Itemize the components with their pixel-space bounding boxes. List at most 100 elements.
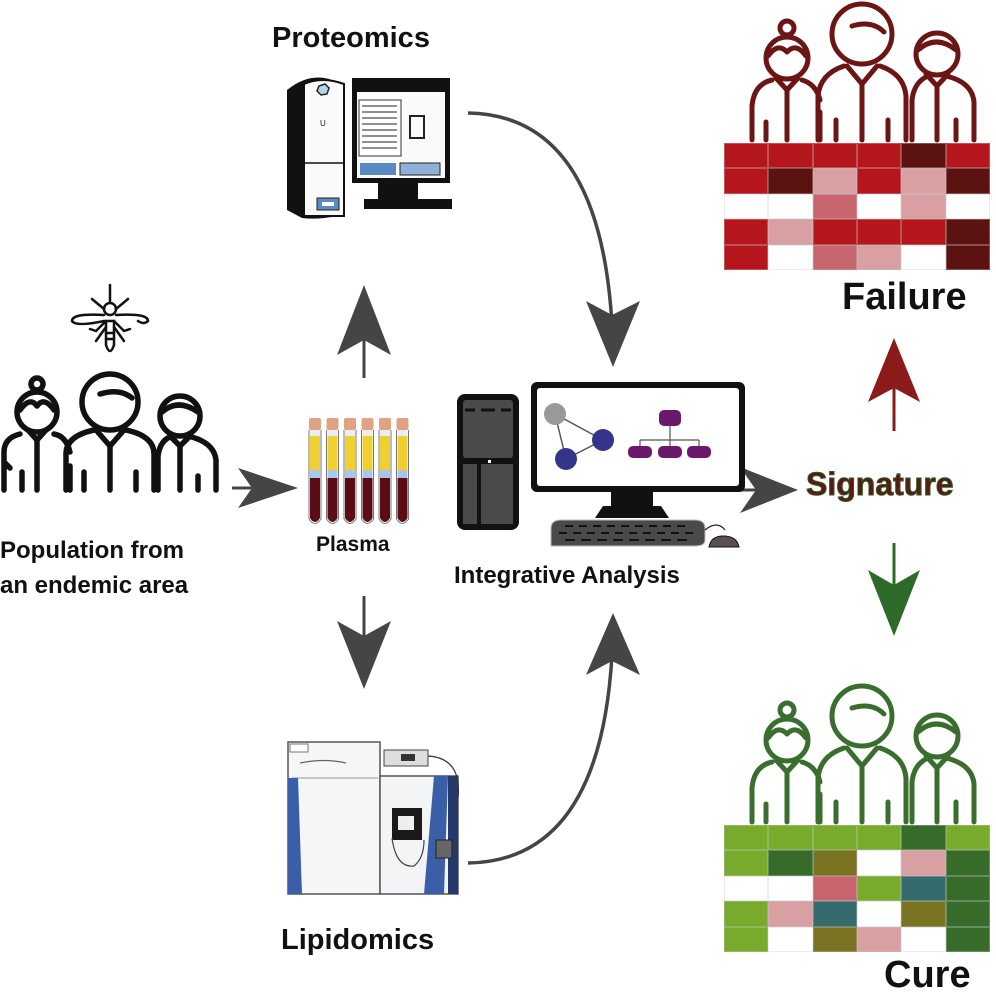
arrow-plasma-to-lipidomics	[337, 596, 391, 689]
signature-label: Signature	[806, 466, 955, 503]
arrow-proteomics-to-integrative	[467, 111, 640, 367]
failure-people-icon	[749, 1, 977, 143]
cure-heatmap-cell-r3-c2	[768, 875, 813, 902]
failure-heatmap-cell-r3-c6	[945, 193, 990, 220]
cure-heatmap-cell-r5-c6	[945, 926, 990, 952]
network-node-blue-1	[592, 429, 614, 451]
failure-heatmap-cell-r5-c1	[724, 244, 769, 270]
failure-heatmap-cell-r4-c4	[856, 219, 902, 245]
failure-heatmap-cell-r1-c2	[768, 143, 813, 169]
cure-people-icon	[749, 683, 977, 825]
network-node-blue-2	[555, 448, 577, 470]
population-label-line2: an endemic area	[0, 572, 189, 599]
failure-heatmap-cell-r4-c2	[768, 219, 813, 245]
cure-heatmap	[724, 825, 990, 952]
failure-heatmap-cell-r5-c5	[901, 244, 946, 270]
mosquito-icon	[70, 283, 150, 353]
failure-heatmap-cell-r1-c1	[724, 143, 769, 169]
cure-heatmap-cell-r3-c6	[945, 875, 990, 902]
cure-heatmap-cell-r1-c5	[901, 825, 946, 851]
cure-heatmap-cell-r3-c3	[812, 875, 857, 902]
lipidomics-label: Lipidomics	[281, 924, 435, 956]
failure-heatmap-cell-r3-c3	[812, 193, 857, 220]
cure-heatmap-cell-r3-c5	[901, 875, 946, 902]
plasma-tube	[361, 418, 374, 524]
cure-heatmap-cell-r4-c5	[901, 901, 946, 927]
failure-heatmap-cell-r5-c3	[812, 244, 857, 270]
cure-heatmap-cell-r5-c4	[856, 926, 902, 952]
plasma-tube	[378, 418, 392, 524]
failure-label: Failure	[842, 276, 967, 318]
plasma-tubes-icon	[308, 418, 409, 524]
tree-node-leaf-2	[658, 446, 682, 458]
lipidomics-instrument-icon	[287, 741, 460, 895]
failure-heatmap-cell-r1-c6	[945, 143, 990, 169]
svg-text:U: U	[320, 119, 326, 128]
cure-heatmap-cell-r2-c3	[812, 850, 857, 876]
cure-heatmap-cell-r3-c1	[724, 875, 769, 902]
cure-heatmap-cell-r4-c2	[768, 901, 813, 927]
cure-heatmap-cell-r2-c2	[768, 850, 813, 876]
failure-heatmap-cell-r1-c4	[856, 143, 902, 169]
arrow-signature-to-failure	[868, 338, 920, 431]
network-node-gray	[544, 403, 566, 425]
failure-heatmap-cell-r1-c5	[901, 143, 946, 169]
cure-heatmap-cell-r1-c4	[856, 825, 902, 851]
arrow-population-to-plasma	[232, 468, 298, 508]
cure-heatmap-cell-r1-c3	[812, 825, 857, 851]
cure-heatmap-cell-r4-c6	[945, 901, 990, 927]
tree-node-leaf-1	[628, 446, 652, 458]
plasma-tube	[326, 418, 339, 524]
failure-heatmap-cell-r4-c5	[901, 219, 946, 245]
tree-node-root	[659, 410, 681, 426]
integrative-analysis-label: Integrative Analysis	[454, 562, 680, 589]
cure-heatmap-cell-r3-c4	[856, 875, 902, 902]
cure-heatmap-cell-r5-c1	[724, 926, 769, 952]
failure-heatmap-cell-r2-c5	[901, 168, 946, 194]
proteomics-instrument-icon: U	[287, 77, 452, 219]
cure-heatmap-cell-r2-c6	[945, 850, 990, 876]
computer-icon	[457, 382, 745, 548]
arrow-lipidomics-to-integrative	[467, 613, 640, 865]
cure-heatmap-cell-r4-c1	[724, 901, 769, 927]
failure-heatmap	[724, 143, 990, 270]
failure-heatmap-cell-r2-c3	[812, 168, 857, 194]
plasma-label: Plasma	[316, 533, 390, 556]
cure-heatmap-cell-r1-c6	[945, 825, 990, 851]
arrow-plasma-to-proteomics	[337, 285, 391, 378]
proteomics-label: Proteomics	[272, 22, 430, 54]
failure-heatmap-cell-r2-c4	[856, 168, 902, 194]
failure-heatmap-cell-r3-c1	[724, 193, 769, 220]
failure-heatmap-cell-r3-c2	[768, 193, 813, 220]
cure-heatmap-cell-r1-c1	[724, 825, 769, 851]
failure-heatmap-cell-r2-c6	[945, 168, 990, 194]
failure-heatmap-cell-r4-c3	[812, 219, 857, 245]
cure-heatmap-cell-r2-c5	[901, 850, 946, 876]
failure-heatmap-cell-r5-c6	[945, 244, 990, 270]
failure-heatmap-cell-r3-c5	[901, 193, 946, 220]
cure-heatmap-cell-r2-c1	[724, 850, 769, 876]
tree-node-leaf-3	[687, 446, 711, 458]
failure-heatmap-cell-r1-c3	[812, 143, 857, 169]
failure-heatmap-cell-r4-c6	[945, 219, 990, 245]
population-label-line1: Population from	[0, 537, 184, 564]
population-people-icon	[1, 371, 219, 493]
failure-heatmap-cell-r2-c2	[768, 168, 813, 194]
cure-heatmap-cell-r4-c3	[812, 901, 857, 927]
plasma-tube	[308, 418, 322, 524]
cure-heatmap-cell-r1-c2	[768, 825, 813, 851]
failure-heatmap-cell-r5-c2	[768, 244, 813, 270]
cure-heatmap-cell-r5-c3	[812, 926, 857, 952]
cure-heatmap-cell-r4-c4	[856, 901, 902, 927]
cure-label: Cure	[884, 954, 971, 996]
plasma-tube	[396, 418, 409, 524]
cure-heatmap-cell-r5-c2	[768, 926, 813, 952]
failure-heatmap-cell-r5-c4	[856, 244, 902, 270]
cure-heatmap-cell-r2-c4	[856, 850, 902, 876]
arrow-signature-to-cure	[868, 543, 920, 636]
failure-heatmap-cell-r4-c1	[724, 219, 769, 245]
failure-heatmap-cell-r2-c1	[724, 168, 769, 194]
failure-heatmap-cell-r3-c4	[856, 193, 902, 220]
cure-heatmap-cell-r5-c5	[901, 926, 946, 952]
plasma-tube	[343, 418, 357, 524]
